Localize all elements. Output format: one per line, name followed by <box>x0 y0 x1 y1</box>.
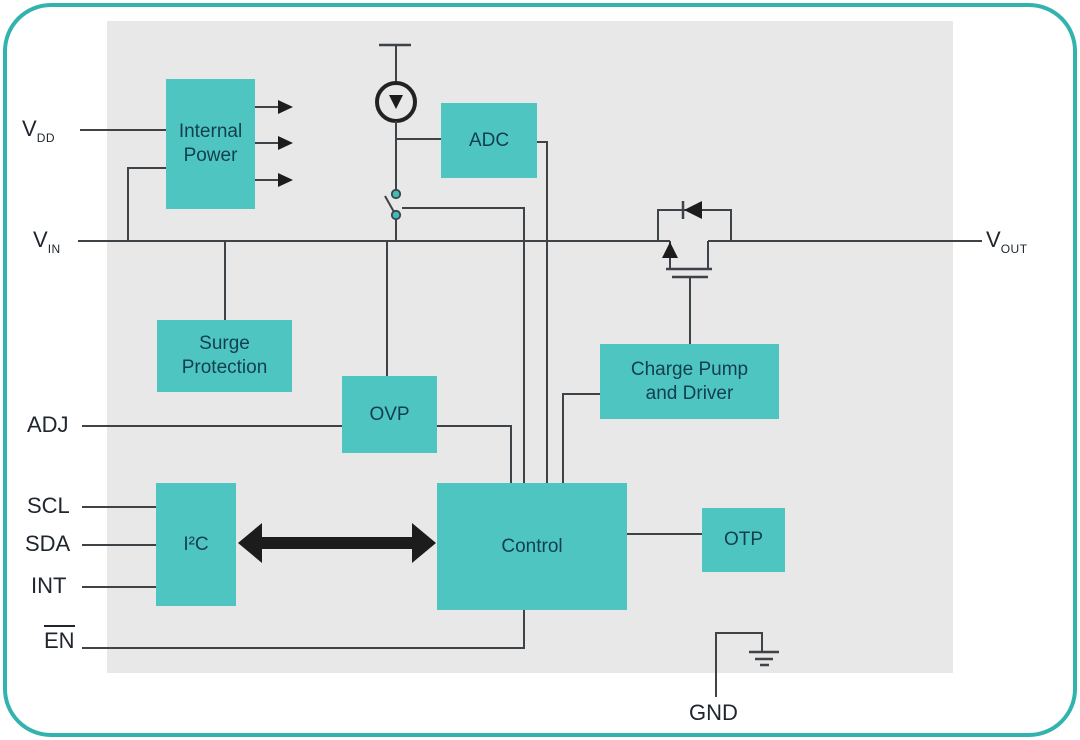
block-control: Control <box>437 483 627 610</box>
pin-label-gnd: GND <box>689 700 738 725</box>
wire-control-to-charge-pump <box>562 393 600 483</box>
block-control-label: Control <box>501 535 563 557</box>
pin-vin-base: V <box>33 227 48 252</box>
mosfet-icon <box>662 241 712 279</box>
block-otp-label: OTP <box>723 529 764 551</box>
block-adc: ADC <box>441 103 537 178</box>
block-charge-pump-label: Charge Pump and Driver <box>630 358 749 404</box>
pin-label-int: INT <box>31 573 67 598</box>
block-i2c: I²C <box>156 483 236 606</box>
pin-vout-base: V <box>986 227 1001 252</box>
current-source-icon <box>375 43 417 190</box>
block-otp: OTP <box>702 508 785 572</box>
pin-label-scl: SCL <box>27 493 70 518</box>
wire-ovp-to-control <box>437 425 512 483</box>
pin-label-vin: VIN <box>33 227 61 255</box>
block-surge-protection-label: Surge Protection <box>181 333 268 378</box>
wire-adc-to-control <box>537 141 548 483</box>
pin-vdd-base: V <box>22 116 37 141</box>
bidirectional-arrow-icon <box>238 523 436 563</box>
wire-vin-to-internal-power <box>127 167 166 241</box>
pin-vdd-sub: DD <box>36 131 56 145</box>
block-ovp-label: OVP <box>369 403 410 425</box>
block-adc-label: ADC <box>468 129 510 151</box>
switch-icon <box>384 188 402 241</box>
block-ovp: OVP <box>342 376 437 453</box>
ground-icon <box>715 632 779 697</box>
pin-vout-sub: OUT <box>1000 242 1028 256</box>
pin-label-en: EN <box>44 625 75 653</box>
pin-scl-text: SCL <box>27 493 70 518</box>
arrow-right-icon <box>255 100 293 187</box>
pin-adj-text: ADJ <box>27 412 69 437</box>
pin-vin-sub: IN <box>47 242 61 256</box>
pin-label-adj: ADJ <box>27 412 69 437</box>
wire-switch-to-control <box>402 207 525 483</box>
pin-int-text: INT <box>31 573 67 598</box>
body-diode-icon <box>657 201 732 241</box>
pin-label-sda: SDA <box>25 531 71 556</box>
block-i2c-label: I²C <box>183 533 209 555</box>
block-internal-power-label: Internal Power <box>178 121 243 166</box>
wire-en-to-control <box>82 610 525 649</box>
pin-sda-text: SDA <box>25 531 71 556</box>
pin-label-vdd: VDD <box>22 116 55 144</box>
block-internal-power: Internal Power <box>166 79 255 209</box>
pin-gnd-text: GND <box>689 700 738 725</box>
block-surge-protection: Surge Protection <box>157 320 292 392</box>
pin-label-vout: VOUT <box>986 227 1028 255</box>
pin-en-text: EN <box>44 625 75 653</box>
block-charge-pump: Charge Pump and Driver <box>600 344 779 419</box>
